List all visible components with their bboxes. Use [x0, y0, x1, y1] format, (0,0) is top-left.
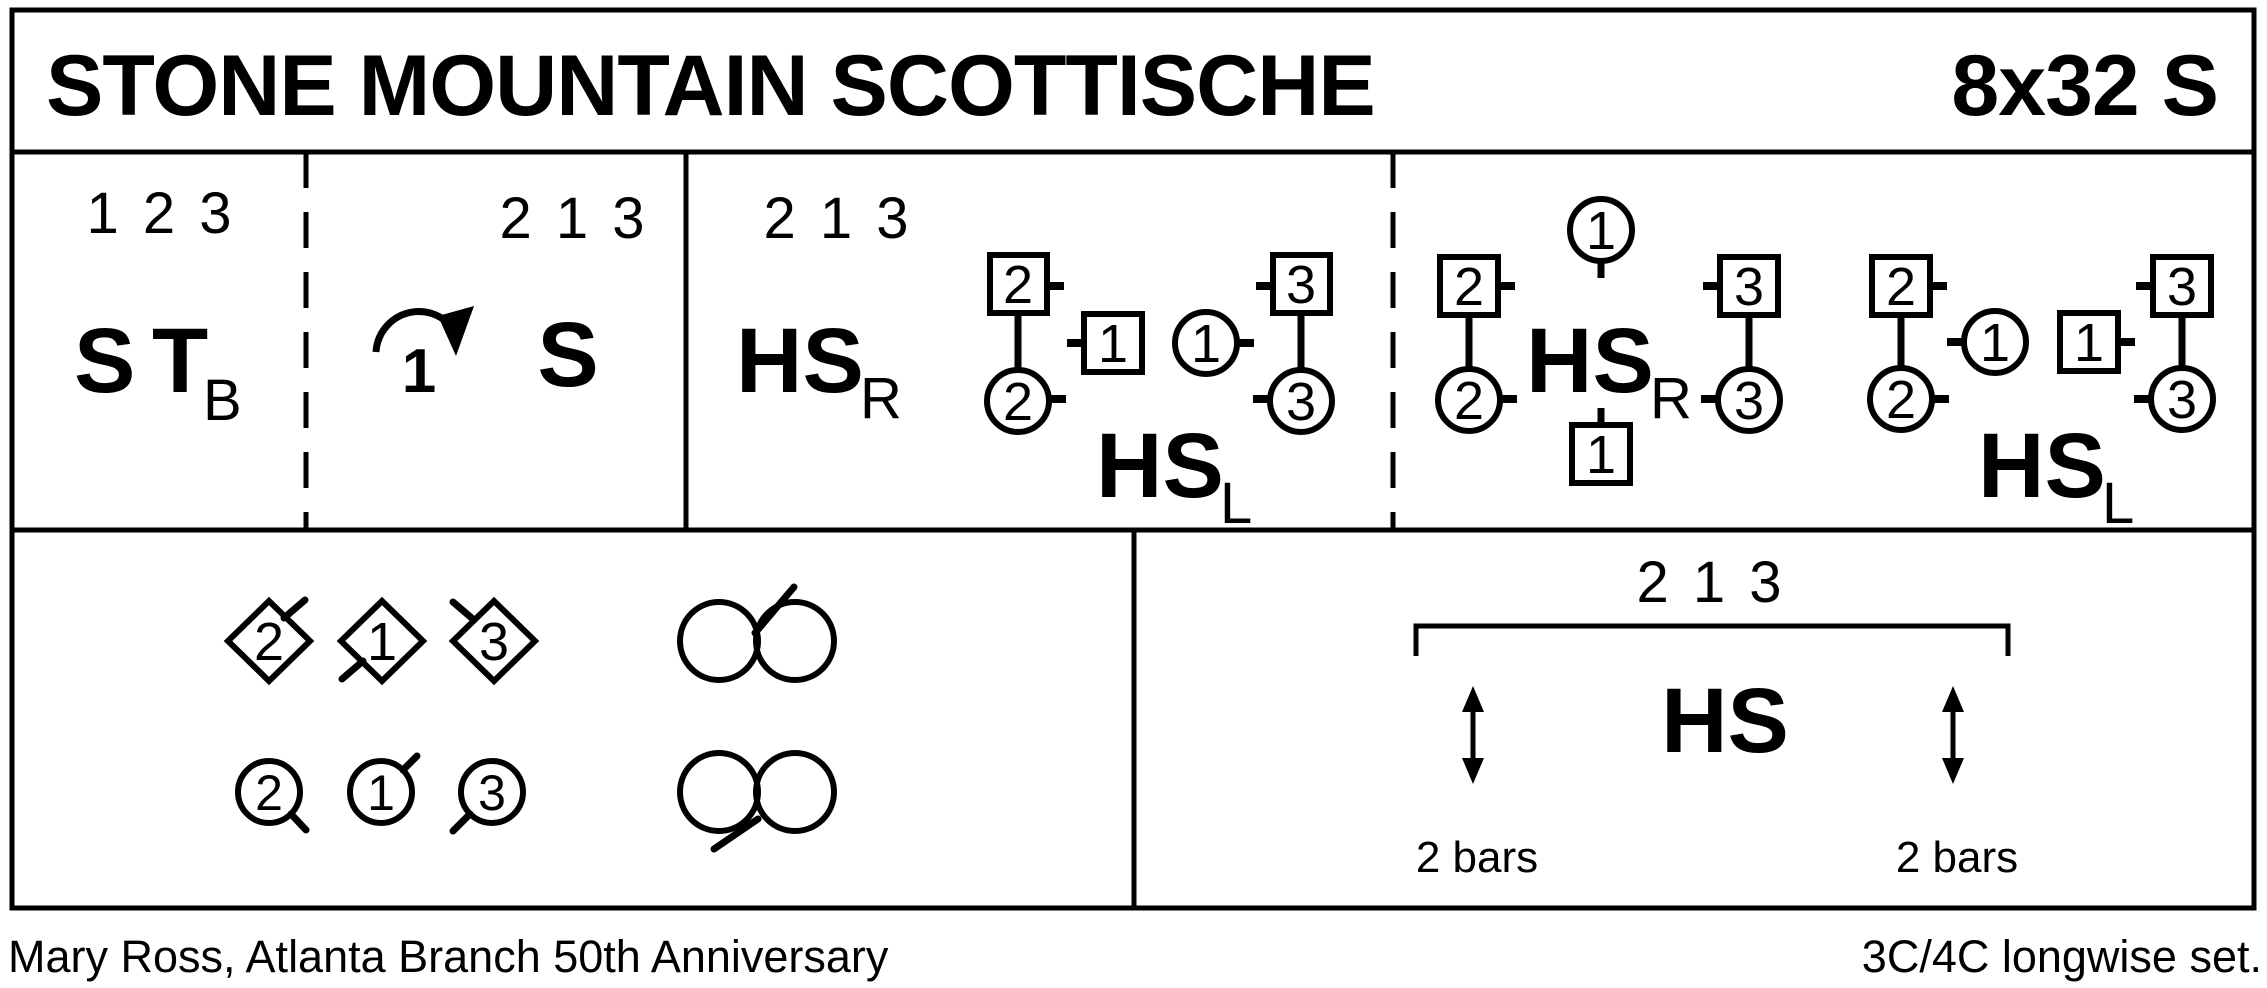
man-3-number-right: 3 [2167, 257, 2197, 317]
lady-1-number: 1 [1191, 314, 1221, 374]
circle-couple-3 [458, 758, 526, 826]
lady-2-number: 2 [1003, 372, 1033, 432]
panel1-set-symbol: S [74, 310, 135, 412]
panel3-hs-left-sub: L [1220, 471, 1252, 536]
table-borders [9, 7, 2257, 911]
circle-couple-2 [235, 758, 303, 826]
turn-arrow-head-icon [438, 306, 474, 356]
circle-couple-1 [347, 758, 415, 826]
panel6-progression-order: 2 1 3 [1637, 550, 1786, 615]
lady-3-number: 3 [1286, 372, 1316, 432]
left-duration-label: 2 bars [1416, 833, 1538, 882]
man-1-number: 1 [1098, 314, 1128, 374]
couple-pair-circle-right-bottom [753, 750, 837, 834]
panel2-set-symbol: S [537, 304, 598, 406]
up-down-arrow-left-bottom-head [1462, 758, 1484, 784]
repeat-code: 8x32 S [1951, 38, 2218, 134]
up-down-arrow-right-bottom-head [1942, 758, 1964, 784]
couple-pair-bottom-slash [710, 815, 762, 853]
panel3-hs-left-label: HS [1096, 415, 1224, 517]
set-type-note: 3C/4C longwise set. [1862, 931, 2262, 982]
diamond-3-facing-tick [449, 598, 478, 624]
diamond-1-facing-tick [338, 657, 367, 683]
panel4-hs-right-label: HS [1526, 310, 1654, 412]
lady-3-number: 3 [1734, 371, 1764, 431]
bottom-man-1-number: 1 [1586, 425, 1616, 485]
circle-2-number: 2 [255, 765, 283, 821]
man-3-number: 3 [1734, 257, 1764, 317]
man-2-number: 2 [1454, 257, 1484, 317]
panel6-half-rights-lefts: 2 1 3 HS 2 bars 2 bars [1413, 550, 2018, 882]
panel6-figure-label: HS [1661, 670, 1789, 772]
diamond-couple-1 [336, 596, 428, 686]
right-duration-label: 2 bars [1896, 833, 2018, 882]
panel4-hs-left-label: HS [1978, 415, 2106, 517]
circle-3-facing-tick [449, 810, 474, 835]
circle-1-facing-tick [399, 752, 421, 774]
up-down-arrow-right-top-head [1942, 686, 1964, 712]
man-1-number: 1 [2074, 313, 2104, 373]
circle-2-facing-tick [287, 810, 310, 834]
dance-title: STONE MOUNTAIN SCOTTISCHE [46, 38, 1375, 134]
couple-pair-top-slash [751, 583, 798, 637]
panel4-hs-left-sub: L [2102, 471, 2134, 536]
lady-1-circle [1961, 308, 2029, 376]
lady-2-number: 2 [1454, 371, 1484, 431]
couple-pair-circle-left-bottom [677, 750, 761, 834]
diamond-couple-3 [448, 596, 540, 686]
couple-pair-circle-right-top [753, 599, 837, 683]
devisor-credit: Mary Ross, Atlanta Branch 50th Anniversa… [8, 931, 889, 982]
panel5-poussette: 2 1 3 2 1 3 [223, 583, 837, 853]
phrase-bracket [1413, 623, 2011, 656]
man-1-square [1081, 311, 1145, 375]
up-down-arrow-left-top-head [1462, 686, 1484, 712]
panel2-progression-order: 2 1 3 [500, 186, 649, 251]
diamond-3-number: 3 [479, 612, 509, 672]
circle-1-number: 1 [367, 765, 395, 821]
panel1-turn-symbol: T [152, 310, 208, 412]
diamond-2-facing-tick [280, 596, 309, 622]
panel4-half-reels: 1 2 2 HS R 1 3 3 2 2 1 1 [1435, 196, 2216, 536]
panel1-set-turn: 1 2 3 S T B [74, 181, 242, 433]
man-2-number-right: 2 [1886, 257, 1916, 317]
panel2-turn-set: 2 1 3 1 S [372, 186, 649, 406]
panel1-turn-both-hands-sub: B [203, 368, 242, 433]
diamond-2-number: 2 [254, 612, 284, 672]
diamond-couple-2 [223, 596, 315, 686]
panel3-hs-right-label: HS [736, 310, 864, 412]
panel4-hs-right-sub: R [1650, 366, 1692, 431]
panel3-half-reels: 2 1 3 HS R 2 2 1 1 3 3 HS L [736, 186, 1335, 536]
panel2-turn-dancer-number: 1 [402, 337, 436, 406]
couple-pair-circle-left-top [677, 599, 761, 683]
lady-2-number-right: 2 [1886, 370, 1916, 430]
man-2-number: 2 [1003, 255, 1033, 315]
lady-1-number: 1 [1980, 313, 2010, 373]
circle-3-number: 3 [478, 765, 506, 821]
panel3-progression-order: 2 1 3 [764, 186, 913, 251]
bottom-man-1-square [1569, 422, 1633, 486]
panel3-hs-right-sub: R [860, 366, 902, 431]
diamond-1-number: 1 [367, 612, 397, 672]
man-3-number: 3 [1286, 255, 1316, 315]
top-lady-1-number: 1 [1586, 201, 1616, 261]
lady-3-number-right: 3 [2167, 370, 2197, 430]
panel1-progression-order: 1 2 3 [87, 181, 236, 246]
